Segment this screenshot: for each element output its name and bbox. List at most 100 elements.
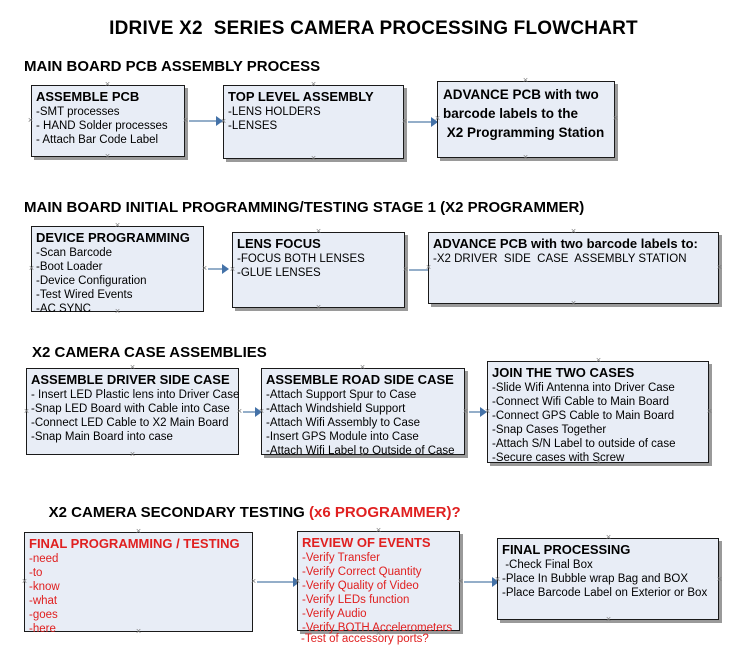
connector-handle[interactable] xyxy=(27,117,34,124)
page-title: IDRIVE X2 SERIES CAMERA PROCESSING FLOWC… xyxy=(109,18,638,39)
connector-handle[interactable] xyxy=(570,228,577,235)
box-advance-pcb-to-driver-side-case-title: ADVANCE PCB with two barcode labels to: xyxy=(433,236,698,251)
box-assemble-driver-side-case-line-4: -Snap Main Board into case xyxy=(31,431,173,443)
connector-handle[interactable] xyxy=(315,228,322,235)
connector-handle[interactable] xyxy=(294,578,301,585)
connector-handle[interactable] xyxy=(359,451,366,458)
box-final-programming-testing-title: FINAL PROGRAMMING / TESTING xyxy=(29,536,240,551)
connector-handle[interactable] xyxy=(401,118,408,125)
connector-handle[interactable] xyxy=(605,534,612,541)
box-advance-pcb-to-driver-side-case[interactable]: ADVANCE PCB with two barcode labels to: … xyxy=(428,232,719,304)
connector-handle[interactable] xyxy=(402,266,409,273)
box-final-programming-testing-line-4: -what xyxy=(29,595,58,607)
box-review-of-events-title: REVIEW OF EVENTS xyxy=(302,535,431,550)
connector-handle[interactable] xyxy=(359,364,366,371)
box-join-the-two-cases-line-6: -Secure cases with Screw xyxy=(492,452,625,464)
box-device-programming-line-1: -Scan Barcode xyxy=(36,247,113,259)
connector-handle[interactable] xyxy=(310,81,317,88)
connector-handle[interactable] xyxy=(129,451,136,458)
box-final-processing[interactable]: FINAL PROCESSING -Check Final Box -Place… xyxy=(497,538,719,620)
box-advance-pcb-to-programming-station[interactable]: ADVANCE PCB with two barcode labels to t… xyxy=(437,81,615,158)
box-final-programming-testing[interactable]: FINAL PROGRAMMING / TESTING -need -to -k… xyxy=(24,532,253,635)
connector-handle[interactable] xyxy=(522,154,529,161)
connector-handle[interactable] xyxy=(135,628,142,635)
section-title-red-note: (x6 PROGRAMMER)? xyxy=(308,504,461,521)
connector-handle[interactable] xyxy=(104,81,111,88)
box-join-the-two-cases-line-3: -Connect GPS Cable to Main Board xyxy=(492,410,675,422)
box-review-of-events-line-1: -Verify Transfer xyxy=(302,552,380,564)
connector-handle[interactable] xyxy=(716,264,723,271)
section-title-x2-camera-secondary-testing: X2 CAMERA SECONDARY TESTING (x6 PROGRAMM… xyxy=(32,487,461,538)
box-assemble-road-side-case-line-3: -Attach Wifi Assembly to Case xyxy=(266,417,421,429)
box-final-processing-line-2: -Place In Bubble wrap Bag and BOX xyxy=(502,573,689,585)
box-final-processing-line-1: -Check Final Box xyxy=(502,559,593,571)
box-device-programming[interactable]: DEVICE PROGRAMMING -Scan Barcode -Boot L… xyxy=(31,226,204,315)
box-top-level-assembly-title: TOP LEVEL ASSEMBLY xyxy=(228,89,374,104)
connector-handle[interactable] xyxy=(434,115,441,122)
box-assemble-pcb-line-1: -SMT processes xyxy=(36,106,120,118)
box-join-the-two-cases[interactable]: JOIN THE TWO CASES -Slide Wifi Antenna i… xyxy=(487,361,709,464)
connector-handle[interactable] xyxy=(570,300,577,307)
connector-handle[interactable] xyxy=(114,308,121,315)
connector-handle[interactable] xyxy=(315,304,322,311)
box-device-programming-line-3: -Device Configuration xyxy=(36,275,147,287)
connector-handle[interactable] xyxy=(28,265,35,272)
connector-handle[interactable] xyxy=(182,117,189,124)
connector-handle[interactable] xyxy=(375,527,382,534)
box-advance-pcb-to-programming-station-title: ADVANCE PCB with two barcode labels to t… xyxy=(443,87,605,140)
connector-handle[interactable] xyxy=(23,408,30,415)
box-final-programming-testing-line-2: -to xyxy=(29,567,43,579)
connector-handle[interactable] xyxy=(462,408,469,415)
connector-handle[interactable] xyxy=(484,408,491,415)
box-lens-focus-line-1: -FOCUS BOTH LENSES xyxy=(237,253,365,265)
box-device-programming-line-4: -Test Wired Events xyxy=(36,289,133,301)
connector-handle[interactable] xyxy=(605,616,612,623)
box-assemble-driver-side-case-title: ASSEMBLE DRIVER SIDE CASE xyxy=(31,372,230,387)
box-assemble-road-side-case[interactable]: ASSEMBLE ROAD SIDE CASE -Attach Support … xyxy=(261,368,465,457)
connector-handle[interactable] xyxy=(129,364,136,371)
connector-handle[interactable] xyxy=(716,576,723,583)
connector-handle[interactable] xyxy=(612,115,619,122)
connector-handle[interactable] xyxy=(21,578,28,585)
connector-handle[interactable] xyxy=(220,118,227,125)
box-final-programming-testing-line-3: -know xyxy=(29,581,60,593)
box-assemble-road-side-case-line-1: -Attach Support Spur to Case xyxy=(266,389,417,401)
box-assemble-driver-side-case[interactable]: ASSEMBLE DRIVER SIDE CASE - Insert LED P… xyxy=(26,368,239,455)
connector-handle[interactable] xyxy=(258,408,265,415)
box-review-of-events-line-2: -Verify Correct Quantity xyxy=(302,566,422,578)
connector-handle[interactable] xyxy=(310,155,317,162)
box-assemble-pcb[interactable]: ASSEMBLE PCB -SMT processes - HAND Solde… xyxy=(31,85,185,157)
section-title-main-board-initial-programming: MAIN BOARD INITIAL PROGRAMMING/TESTING S… xyxy=(24,199,585,216)
box-assemble-driver-side-case-line-1: - Insert LED Plastic lens into Driver Ca… xyxy=(31,389,240,401)
arrow-device-programming-to-lens-focus xyxy=(208,268,223,270)
section-title-x2-camera-case-assemblies: X2 CAMERA CASE ASSEMBLIES xyxy=(32,344,267,361)
box-device-programming-line-2: -Boot Loader xyxy=(36,261,103,273)
connector-handle[interactable] xyxy=(375,630,382,637)
connector-handle[interactable] xyxy=(595,459,602,466)
box-join-the-two-cases-line-2: -Connect Wifi Cable to Main Board xyxy=(492,396,670,408)
connector-handle[interactable] xyxy=(229,266,236,273)
connector-handle[interactable] xyxy=(250,578,257,585)
arrow-assemble-pcb-to-top-level-assembly xyxy=(189,120,217,122)
connector-handle[interactable] xyxy=(595,357,602,364)
arrow-review-of-events-to-final-processing xyxy=(464,581,493,583)
box-assemble-road-side-case-title: ASSEMBLE ROAD SIDE CASE xyxy=(266,372,454,387)
connector-handle[interactable] xyxy=(236,408,243,415)
box-review-of-events-line-3: -Verify Quality of Video xyxy=(302,580,419,592)
connector-handle[interactable] xyxy=(457,578,464,585)
connector-handle[interactable] xyxy=(135,528,142,535)
connector-handle[interactable] xyxy=(201,265,208,272)
connector-handle[interactable] xyxy=(522,77,529,84)
box-assemble-road-side-case-line-4: -Insert GPS Module into Case xyxy=(266,431,419,443)
box-final-programming-testing-line-5: -goes xyxy=(29,609,58,621)
box-lens-focus[interactable]: LENS FOCUS -FOCUS BOTH LENSES -GLUE LENS… xyxy=(232,232,405,308)
box-assemble-pcb-line-3: - Attach Bar Code Label xyxy=(36,134,159,146)
box-top-level-assembly[interactable]: TOP LEVEL ASSEMBLY -LENS HOLDERS -LENSES xyxy=(223,85,404,159)
box-review-of-events[interactable]: REVIEW OF EVENTS -Verify Transfer -Verif… xyxy=(297,531,460,634)
connector-handle[interactable] xyxy=(706,408,713,415)
box-device-programming-title: DEVICE PROGRAMMING xyxy=(36,230,190,245)
connector-handle[interactable] xyxy=(494,576,501,583)
connector-handle[interactable] xyxy=(114,222,121,229)
connector-handle[interactable] xyxy=(104,153,111,160)
connector-handle[interactable] xyxy=(425,264,432,271)
